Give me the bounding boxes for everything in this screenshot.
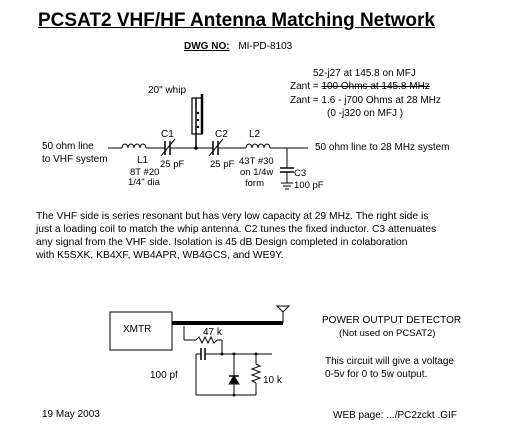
zant-line2-prefix: Zant = [290, 81, 322, 92]
c1-value: 25 pF [160, 159, 185, 170]
c2-value: 25 pF [210, 159, 235, 170]
description-line-3: any signal from the VHF side. Isolation … [36, 237, 408, 248]
left-line-label-2: to VHF system [42, 154, 108, 165]
zant-line2: Zant = 100 Ohms at 145.8 MHz [290, 81, 430, 92]
diode-symbol [228, 375, 240, 385]
description-line-4: with K5SXK, KB4XF, WB4APR, WB4GCS, and W… [36, 250, 284, 261]
dwg-value: MI-PD-8103 [238, 41, 293, 52]
footer-web: WEB page: .../PC2zckt .GIF [333, 410, 457, 421]
r1-label: 47 k [203, 327, 222, 338]
l1-desc-2: 1/4" dia [128, 177, 160, 188]
description-line-2: just a loading coil to match the whip an… [36, 224, 437, 235]
zant-line4: (0 -j320 on MFJ ) [327, 108, 404, 119]
c1-name: C1 [161, 129, 174, 140]
zant-line3: Zant = 1.6 - j700 Ohms at 28 MHz [290, 95, 441, 106]
dwg-label: DWG NO: [184, 41, 230, 52]
left-line-label-1: 50 ohm line [42, 141, 94, 152]
r2-zigzag [250, 363, 262, 384]
zant-line1: 52-j27 at 145.8 on MFJ [313, 68, 416, 79]
c3-name: C3 [294, 168, 307, 179]
det-cap-label: 100 pf [150, 370, 178, 381]
description: The VHF side is series resonant but has … [36, 210, 506, 262]
detector-subtitle: (Not used on PCSAT2) [339, 328, 436, 339]
detector-title: POWER OUTPUT DETECTOR [322, 315, 462, 326]
detector-note-2: 0-5v for 0 to 5w output. [325, 369, 428, 380]
whip-label: 20" whip [148, 85, 187, 96]
antenna-symbol [275, 305, 291, 313]
l1-name: L1 [137, 155, 149, 166]
c2-arrow [208, 138, 224, 157]
xmtr-label: XMTR [123, 324, 152, 335]
r1-zigzag [195, 335, 218, 345]
xmtr-box [109, 311, 173, 351]
right-line-label: 50 ohm line to 28 MHz system [315, 142, 450, 153]
footer-date: 19 May 2003 [42, 409, 100, 420]
r2-label: 10 k [263, 375, 282, 386]
c3-value: 100 pF [294, 180, 324, 191]
whip-element [191, 97, 203, 135]
l1-coil [121, 143, 147, 149]
l2-desc-3: form [245, 178, 264, 189]
l2-desc-2: on 1/4w [240, 167, 274, 178]
detector-note-1: This circuit will give a voltage [325, 356, 454, 367]
drawing-number: DWG NO: MI-PD-8103 [184, 41, 292, 52]
l2-name: L2 [249, 129, 261, 140]
zant-line2-struck: 100 Ohms at 145.8 MHz [321, 81, 430, 92]
page-title: PCSAT2 VHF/HF Antenna Matching Network [38, 10, 435, 31]
l2-desc-1: 43T #30 [239, 156, 274, 167]
l2-coil [245, 143, 271, 149]
description-line-1: The VHF side is series resonant but has … [36, 211, 429, 222]
c2-name: C2 [215, 129, 228, 140]
l1-desc-1: 8T #20 [130, 167, 160, 178]
c1-arrow [160, 138, 176, 157]
junction-dot [194, 146, 198, 150]
